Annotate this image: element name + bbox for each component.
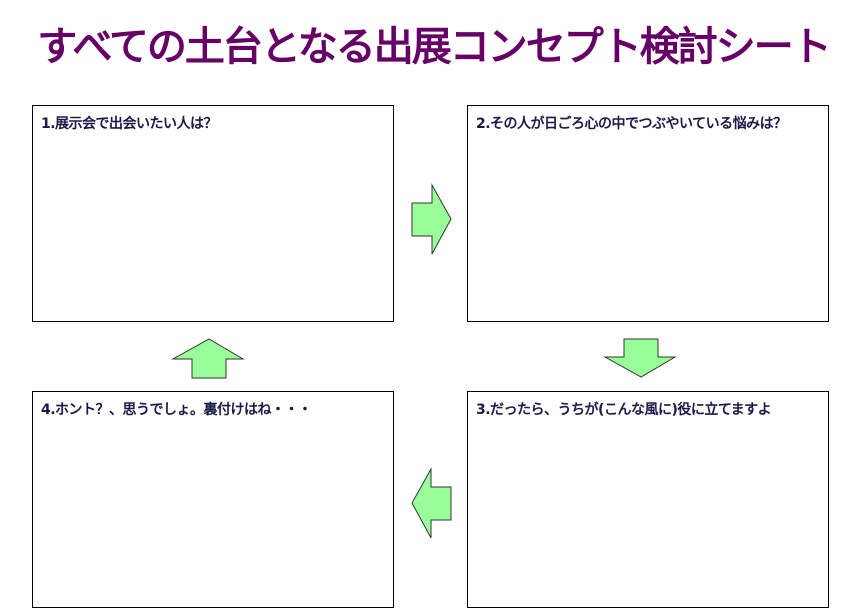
page-title: すべての土台となる出展コンセプト検討シート [37,24,831,70]
box-step-4-label: 4.ホント？、思うでしょ。裏付けはね・・・ [41,402,312,418]
arrow-down-icon [603,338,677,378]
box-step-2[interactable]: 2.その人が日ごろ心の中でつぶやいている悩みは？ [467,105,829,322]
box-step-3[interactable]: 3.だったら、うちが(こんな風に)役に立てますよ [467,391,829,608]
box-step-1[interactable]: 1.展示会で出会いたい人は？ [32,105,394,322]
arrow-left-icon [411,467,452,539]
arrow-up-icon [171,338,245,379]
box-step-3-label: 3.だったら、うちが(こんな風に)役に立てますよ [476,402,772,418]
box-step-4[interactable]: 4.ホント？、思うでしょ。裏付けはね・・・ [32,391,394,608]
box-step-1-label: 1.展示会で出会いたい人は？ [41,116,218,132]
arrow-right-icon [411,183,452,255]
box-step-2-label: 2.その人が日ごろ心の中でつぶやいている悩みは？ [476,116,787,132]
